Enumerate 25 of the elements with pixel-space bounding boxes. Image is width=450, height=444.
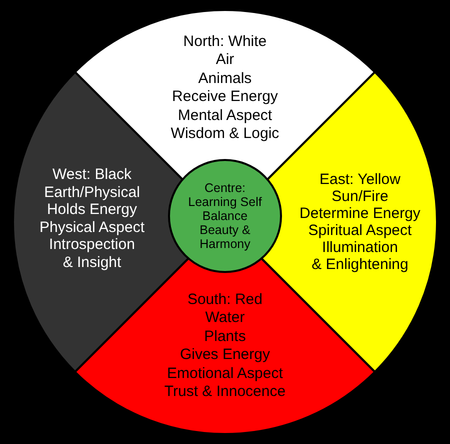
segment-text: Receive Energy [172,88,278,106]
segment-text: Determine Energy [300,204,420,222]
segment-text: & Enlightening [312,256,408,273]
segment-text: East: Yellow [320,170,400,188]
segment-text: Physical Aspect [39,218,145,236]
segment-text: Air [216,51,234,70]
segment-text: Centre: Learning Self Balance Beauty & Harmony [187,181,263,251]
segment-text: Earth/Physical [44,184,140,202]
segment-text: Emotional Aspect [167,364,283,383]
segment-text: North: White [183,32,267,51]
segment-text: Introspection [49,236,135,254]
segment-text: Illumination [322,238,398,256]
segment-text: Holds Energy [46,201,138,219]
segment-text: Mental Aspect [178,106,272,125]
segment-text: Animals [198,70,252,88]
segment-text: Trust & Innocence [164,383,286,402]
segment-text: & Insight [62,254,122,272]
segment-text: Spiritual Aspect [308,222,412,239]
segment-text: South: Red [187,290,262,309]
segment-text: Sun/Fire [332,188,388,205]
segment-text: West: Black [52,166,132,184]
segment-text: Wisdom & Logic [170,125,280,144]
segment-text: Gives Energy [180,346,270,364]
segment-text: Water [205,309,245,328]
segment-text: Plants [204,328,246,346]
